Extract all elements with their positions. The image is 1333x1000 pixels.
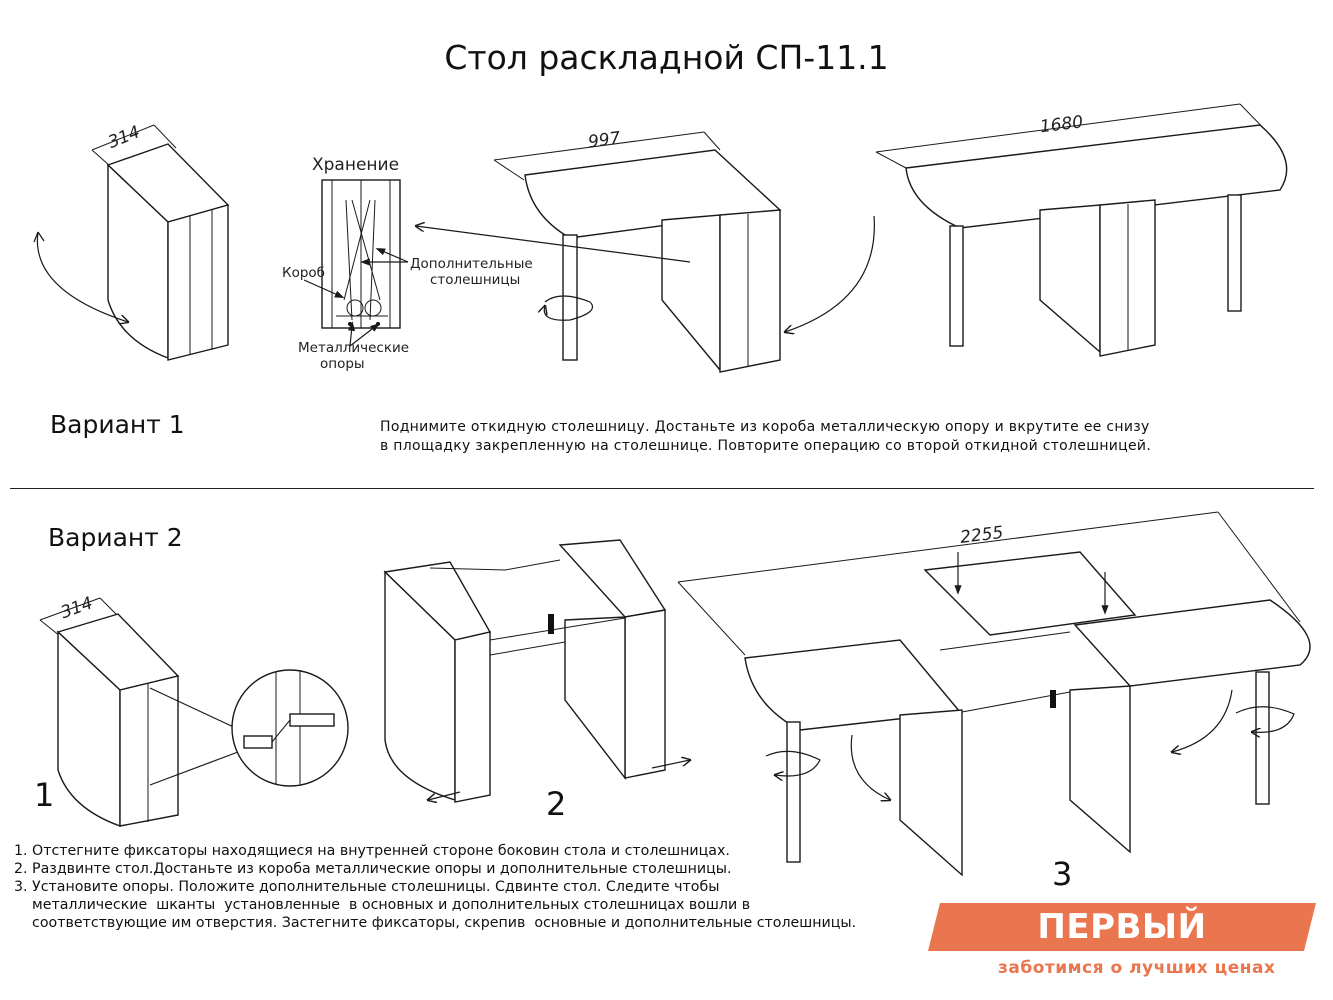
v2-full-length-dim: 2255 <box>959 523 1004 548</box>
section-divider <box>10 488 1314 489</box>
storage-label-box: Короб <box>282 265 325 281</box>
variant-1-instruction-line-2: в площадку закрепленную на столешнице. П… <box>380 438 1152 454</box>
v1-folded-table <box>33 124 230 361</box>
step-marker-1: 1 <box>34 776 55 814</box>
step-marker-2: 2 <box>546 785 567 823</box>
variant-1-heading: Вариант 1 <box>50 410 185 439</box>
variant-2-step-3-cont-2: соответствующие им отверстия. Застегните… <box>14 915 857 931</box>
variant-2-step-2: 2. Раздвинте стол.Достаньте из короба ме… <box>14 861 732 877</box>
v2-folded-table <box>39 597 349 827</box>
v2-folded-width-dim: 314 <box>58 593 95 623</box>
brand-logo-tagline: заботимся о лучших ценах <box>998 958 1276 978</box>
storage-label-extra-tops-1: Дополнительные <box>410 256 533 272</box>
v1-half-open-length-dim: 997 <box>587 128 622 152</box>
variant-2-step-3: 3. Установите опоры. Положите дополнител… <box>14 879 720 895</box>
storage-heading: Хранение <box>312 155 399 175</box>
v1-half-open-table <box>416 131 875 373</box>
v1-storage-section <box>303 179 409 347</box>
v1-full-open-length-dim: 1680 <box>1039 112 1084 137</box>
variant-1-instruction-line-1: Поднимите откидную столешницу. Достаньте… <box>380 419 1150 435</box>
v2-full-table <box>677 511 1311 877</box>
storage-label-supports-2: опоры <box>320 356 365 372</box>
storage-label-supports-1: Металлические <box>298 340 409 356</box>
step-marker-3: 3 <box>1052 855 1073 893</box>
brand-logo-name: ПЕРВЫЙ МЕБЕЛЬНЫЙ <box>993 907 1251 995</box>
v1-full-open-table <box>875 103 1288 357</box>
v2-separated-table <box>383 539 690 802</box>
variant-2-step-3-cont-1: металлические шканты установленные в осн… <box>14 897 751 913</box>
v1-folded-width-dim: 314 <box>105 122 143 153</box>
storage-label-extra-tops-2: столешницы <box>430 272 520 288</box>
variant-2-heading: Вариант 2 <box>48 523 183 552</box>
variant-2-step-1: 1. Отстегните фиксаторы находящиеся на в… <box>14 843 730 859</box>
page-title: Стол раскладной СП-11.1 <box>444 38 889 77</box>
